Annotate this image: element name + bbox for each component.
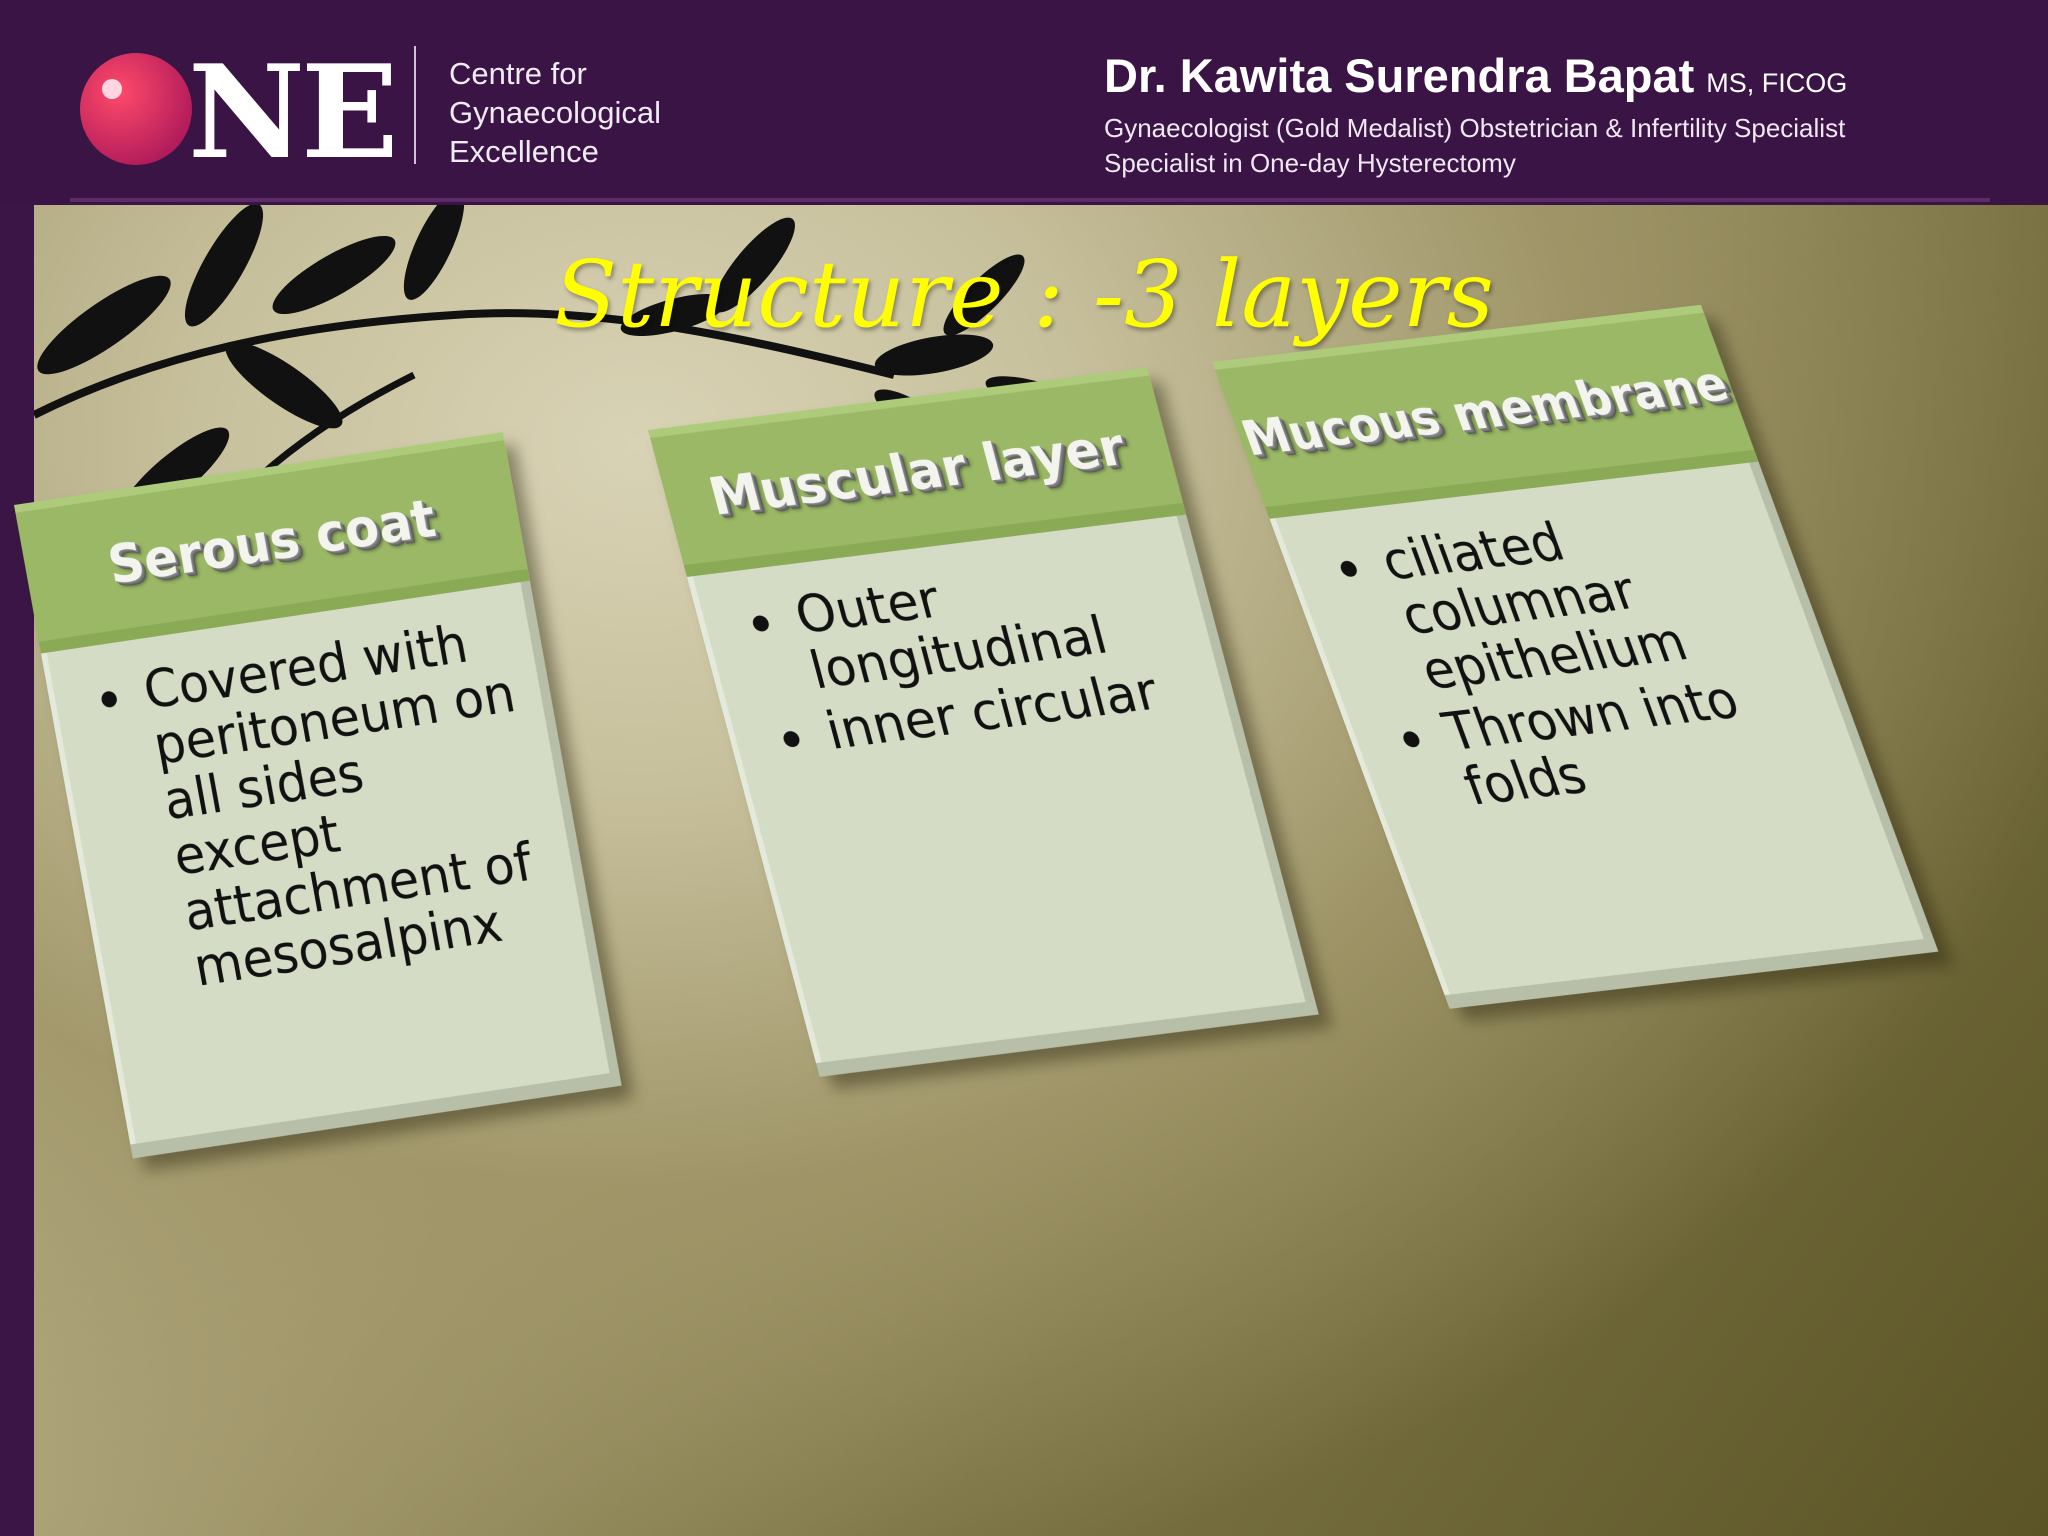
doctor-info: Dr. Kawita Surendra Bapat MS, FICOG Gynae…	[1104, 48, 1847, 181]
card-heading-text: Serous coat	[103, 488, 441, 597]
doctor-name: Dr. Kawita Surendra Bapat	[1104, 49, 1695, 102]
one-logo: NE	[80, 45, 398, 173]
doctor-name-line: Dr. Kawita Surendra Bapat MS, FICOG	[1104, 48, 1847, 111]
bullet-list: Covered with peritoneum on all sides exc…	[89, 609, 574, 1011]
logo-sub-line: Excellence	[449, 134, 599, 169]
doctor-specialty-2: Specialist in One-day Hysterectomy	[1104, 148, 1516, 178]
logo-subtitle: Centre for Gynaecological Excellence	[449, 54, 661, 171]
logo-letters: NE	[188, 45, 395, 173]
logo-sub-line: Centre for	[449, 56, 587, 91]
doctor-specialty: Gynaecologist (Gold Medalist) Obstetrici…	[1104, 113, 1846, 143]
logo-divider	[414, 46, 416, 164]
doctor-credentials: MS, FICOG	[1706, 68, 1848, 98]
header-divider	[70, 198, 1990, 202]
card-heading-text: Muscular layer	[702, 417, 1132, 528]
logo-sub-line: Gynaecological	[449, 95, 661, 130]
header-bar: NE Centre for Gynaecological Excellence …	[0, 0, 2048, 205]
slide-title: Structure : -3 layers	[554, 241, 1494, 348]
card-heading-text: Mucous membrane	[1234, 356, 1737, 468]
bullet-item: Covered with peritoneum on all sides exc…	[89, 609, 572, 1005]
